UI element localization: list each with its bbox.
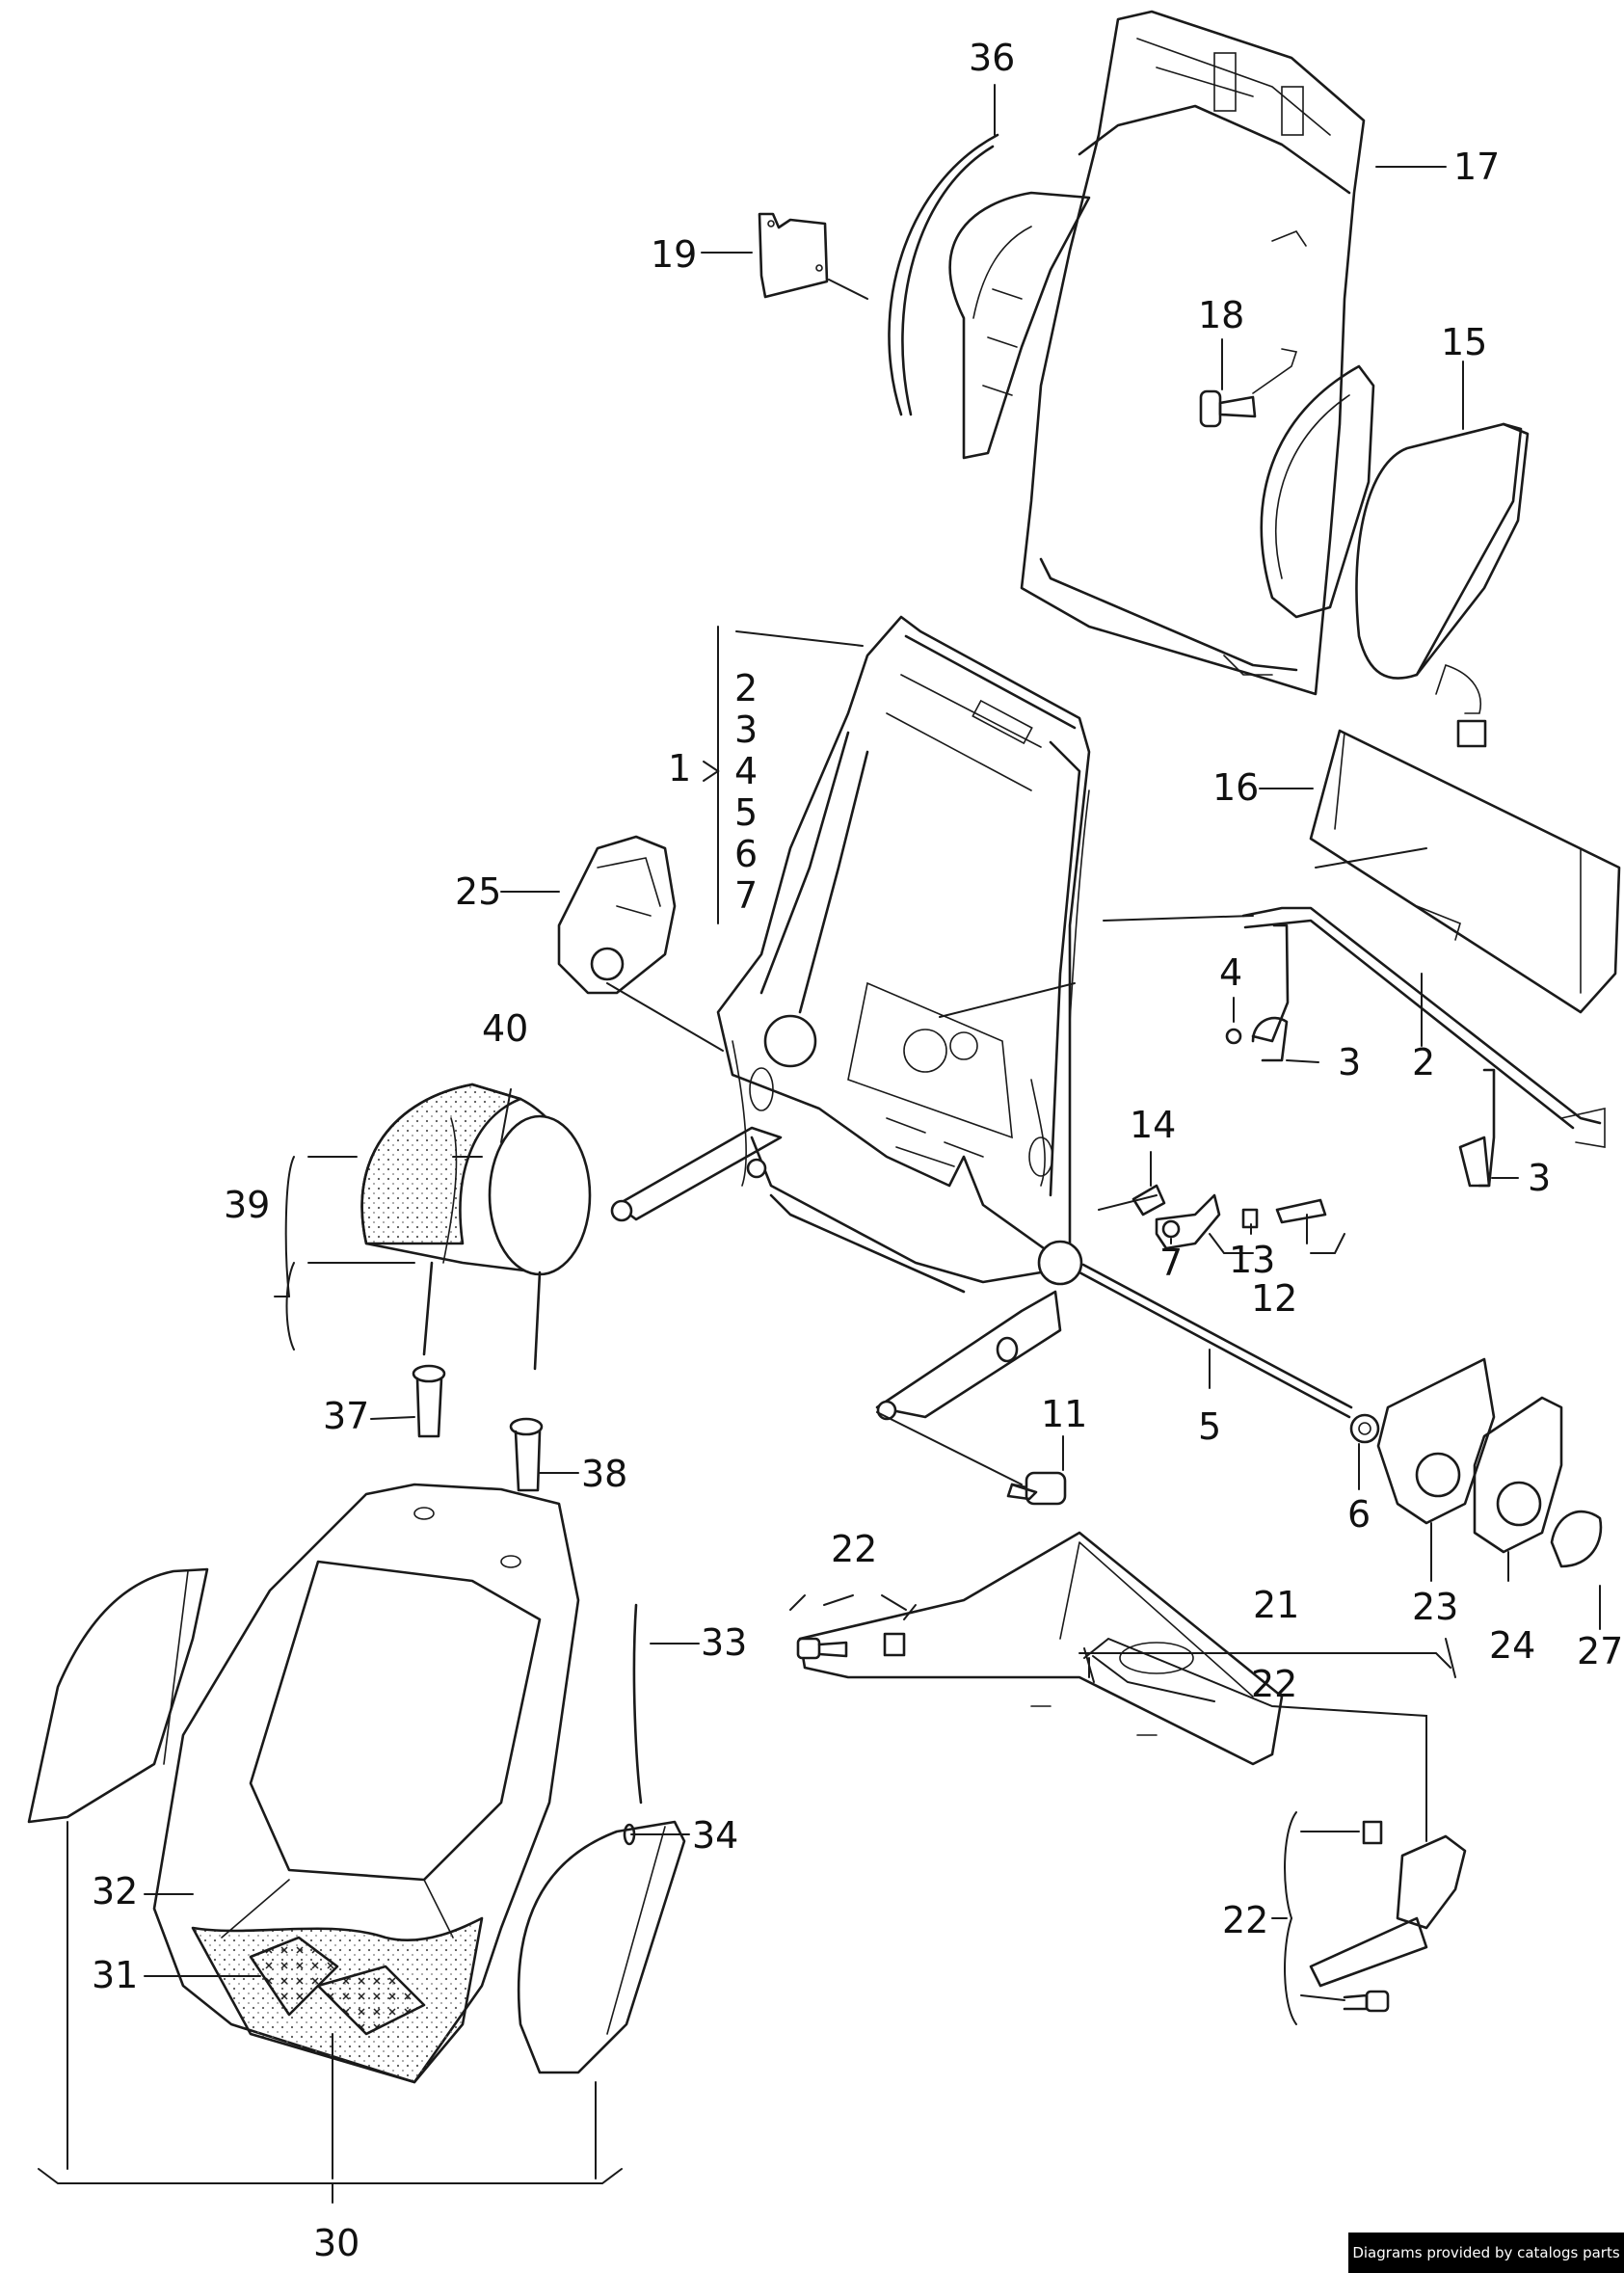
callout-38: 38 <box>581 1453 627 1495</box>
bracket-part-3b <box>1458 1068 1496 1188</box>
callout-3-lower: 3 <box>1528 1157 1551 1199</box>
callout-4-list: 4 <box>734 750 758 792</box>
callout-16: 16 <box>1212 766 1259 809</box>
lever-part-7 <box>1155 1193 1221 1250</box>
plate-part-19 <box>758 212 829 299</box>
trim-strip-part-36 <box>888 133 999 416</box>
rod-part-2 <box>1241 906 1606 1148</box>
bolster-part-right <box>517 1820 686 2074</box>
guide-part-38 <box>509 1417 544 1492</box>
callout-34: 34 <box>692 1814 738 1857</box>
callout-22-lower: 22 <box>1222 1899 1268 1941</box>
callout-2: 2 <box>1412 1041 1435 1083</box>
callout-3-list: 3 <box>734 709 758 751</box>
backrest-shell-part-17 <box>1020 10 1366 696</box>
callout-23: 23 <box>1412 1586 1458 1628</box>
cover-part-21 <box>798 1531 1284 1766</box>
callout-labels: 36 17 19 18 15 2 3 4 5 6 7 1 16 25 4 3 2… <box>92 37 1623 2264</box>
callout-24: 24 <box>1489 1624 1535 1667</box>
bolt-part-22 <box>796 1637 848 1660</box>
callout-2-list: 2 <box>734 667 758 709</box>
callout-40: 40 <box>482 1007 528 1050</box>
callout-7: 7 <box>1159 1242 1183 1284</box>
bolt-part-11 <box>1006 1471 1067 1506</box>
callout-5-list: 5 <box>734 791 758 834</box>
backrest-side-trim <box>948 191 1091 460</box>
callout-21: 21 <box>1253 1584 1299 1626</box>
cover-part-25 <box>557 835 677 995</box>
bracket-part-22 <box>1309 1820 1467 2013</box>
callout-33: 33 <box>701 1621 747 1664</box>
callout-22-mid: 22 <box>1251 1663 1297 1705</box>
callout-4: 4 <box>1219 951 1242 994</box>
seat-frame-part-1 <box>716 615 1091 1286</box>
callout-31: 31 <box>92 1954 138 1996</box>
callout-1: 1 <box>668 747 691 789</box>
callout-32: 32 <box>92 1870 138 1912</box>
callout-13: 13 <box>1229 1239 1275 1281</box>
guide-part-37 <box>412 1364 446 1438</box>
cap-part-27 <box>1550 1510 1603 1568</box>
headrest-part-39 <box>360 1083 592 1371</box>
seat-rail <box>610 1126 1062 1421</box>
callout-6-list: 6 <box>734 833 758 875</box>
callout-37: 37 <box>323 1395 369 1437</box>
callout-19: 19 <box>651 233 697 276</box>
callout-3: 3 <box>1338 1041 1361 1083</box>
cover-part-24 <box>1473 1396 1563 1554</box>
side-airbag-part-15 <box>1355 422 1530 748</box>
callout-15: 15 <box>1441 321 1487 363</box>
bolster-part-32 <box>27 1567 209 1824</box>
panel-part-16 <box>1309 729 1621 1014</box>
callout-12: 12 <box>1251 1277 1297 1320</box>
callout-36: 36 <box>969 37 1015 79</box>
callout-5: 5 <box>1198 1405 1221 1448</box>
nut-part-6 <box>1349 1413 1380 1444</box>
callout-25: 25 <box>455 870 501 913</box>
callout-7-list: 7 <box>734 874 758 917</box>
callout-27: 27 <box>1577 1630 1623 1672</box>
callout-22-top: 22 <box>831 1528 877 1570</box>
pin-part-14 <box>1131 1184 1166 1217</box>
leader-lines <box>38 84 1601 2204</box>
callout-18: 18 <box>1198 294 1244 336</box>
rod-part-5 <box>1078 1263 1353 1419</box>
spring-part-12 <box>1275 1198 1327 1224</box>
credit-banner: Diagrams provided by catalogs parts <box>1348 2233 1624 2273</box>
callout-14: 14 <box>1130 1104 1176 1146</box>
callout-11: 11 <box>1041 1393 1087 1435</box>
bolt-part-18 <box>1199 348 1298 428</box>
callout-39: 39 <box>224 1184 270 1226</box>
strip-part-33 <box>632 1603 643 1805</box>
callout-30: 30 <box>313 2222 359 2264</box>
callout-17: 17 <box>1453 146 1500 188</box>
seat-cover-part-30 <box>152 1483 580 2084</box>
callout-6: 6 <box>1347 1493 1371 1536</box>
backrest-side-trim-right <box>1260 364 1375 619</box>
clip-part-22 <box>883 1632 906 1657</box>
bracket-part-3 <box>1225 923 1290 1062</box>
cover-part-23 <box>1376 1357 1496 1525</box>
